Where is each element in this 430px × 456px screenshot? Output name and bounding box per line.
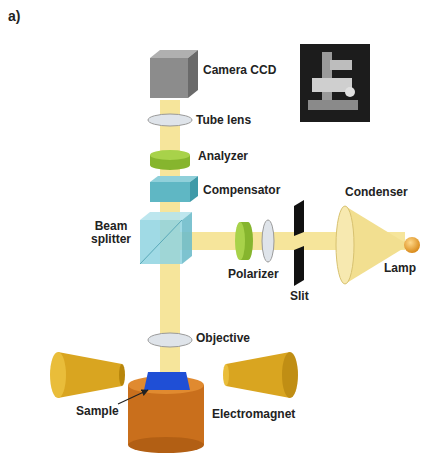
part-name: Polarizer [228,268,279,281]
part-name: Condenser [345,186,408,199]
part-name: Tube lens [196,114,251,127]
objective-lens [148,333,192,347]
lamp-bulb [404,237,420,253]
part-name: Beam splitter [86,220,136,246]
beam-splitter-cube [140,212,192,264]
polarizer-disc [235,222,253,260]
lens [262,220,274,262]
part-name: Electromagnet [212,408,295,421]
photo-inset [300,44,370,122]
camera-cube [150,50,198,98]
part-name: Slit [290,290,309,303]
analyzer-disc [150,150,190,170]
sample-square [144,372,190,390]
part-name: Sample [76,405,119,418]
electromagnet-left [50,352,125,398]
slit-plates [294,200,304,286]
panel-letter: a) [8,10,20,23]
part-name: Compensator [203,184,280,197]
electromagnet-right [223,352,298,398]
tube-lens [148,114,192,126]
part-name: Lamp [384,262,416,275]
part-name: Camera CCD [203,64,276,77]
part-name: Analyzer [198,150,248,163]
sample-pointer [118,390,148,404]
part-name: Objective [196,332,250,345]
compensator-block [150,176,198,202]
